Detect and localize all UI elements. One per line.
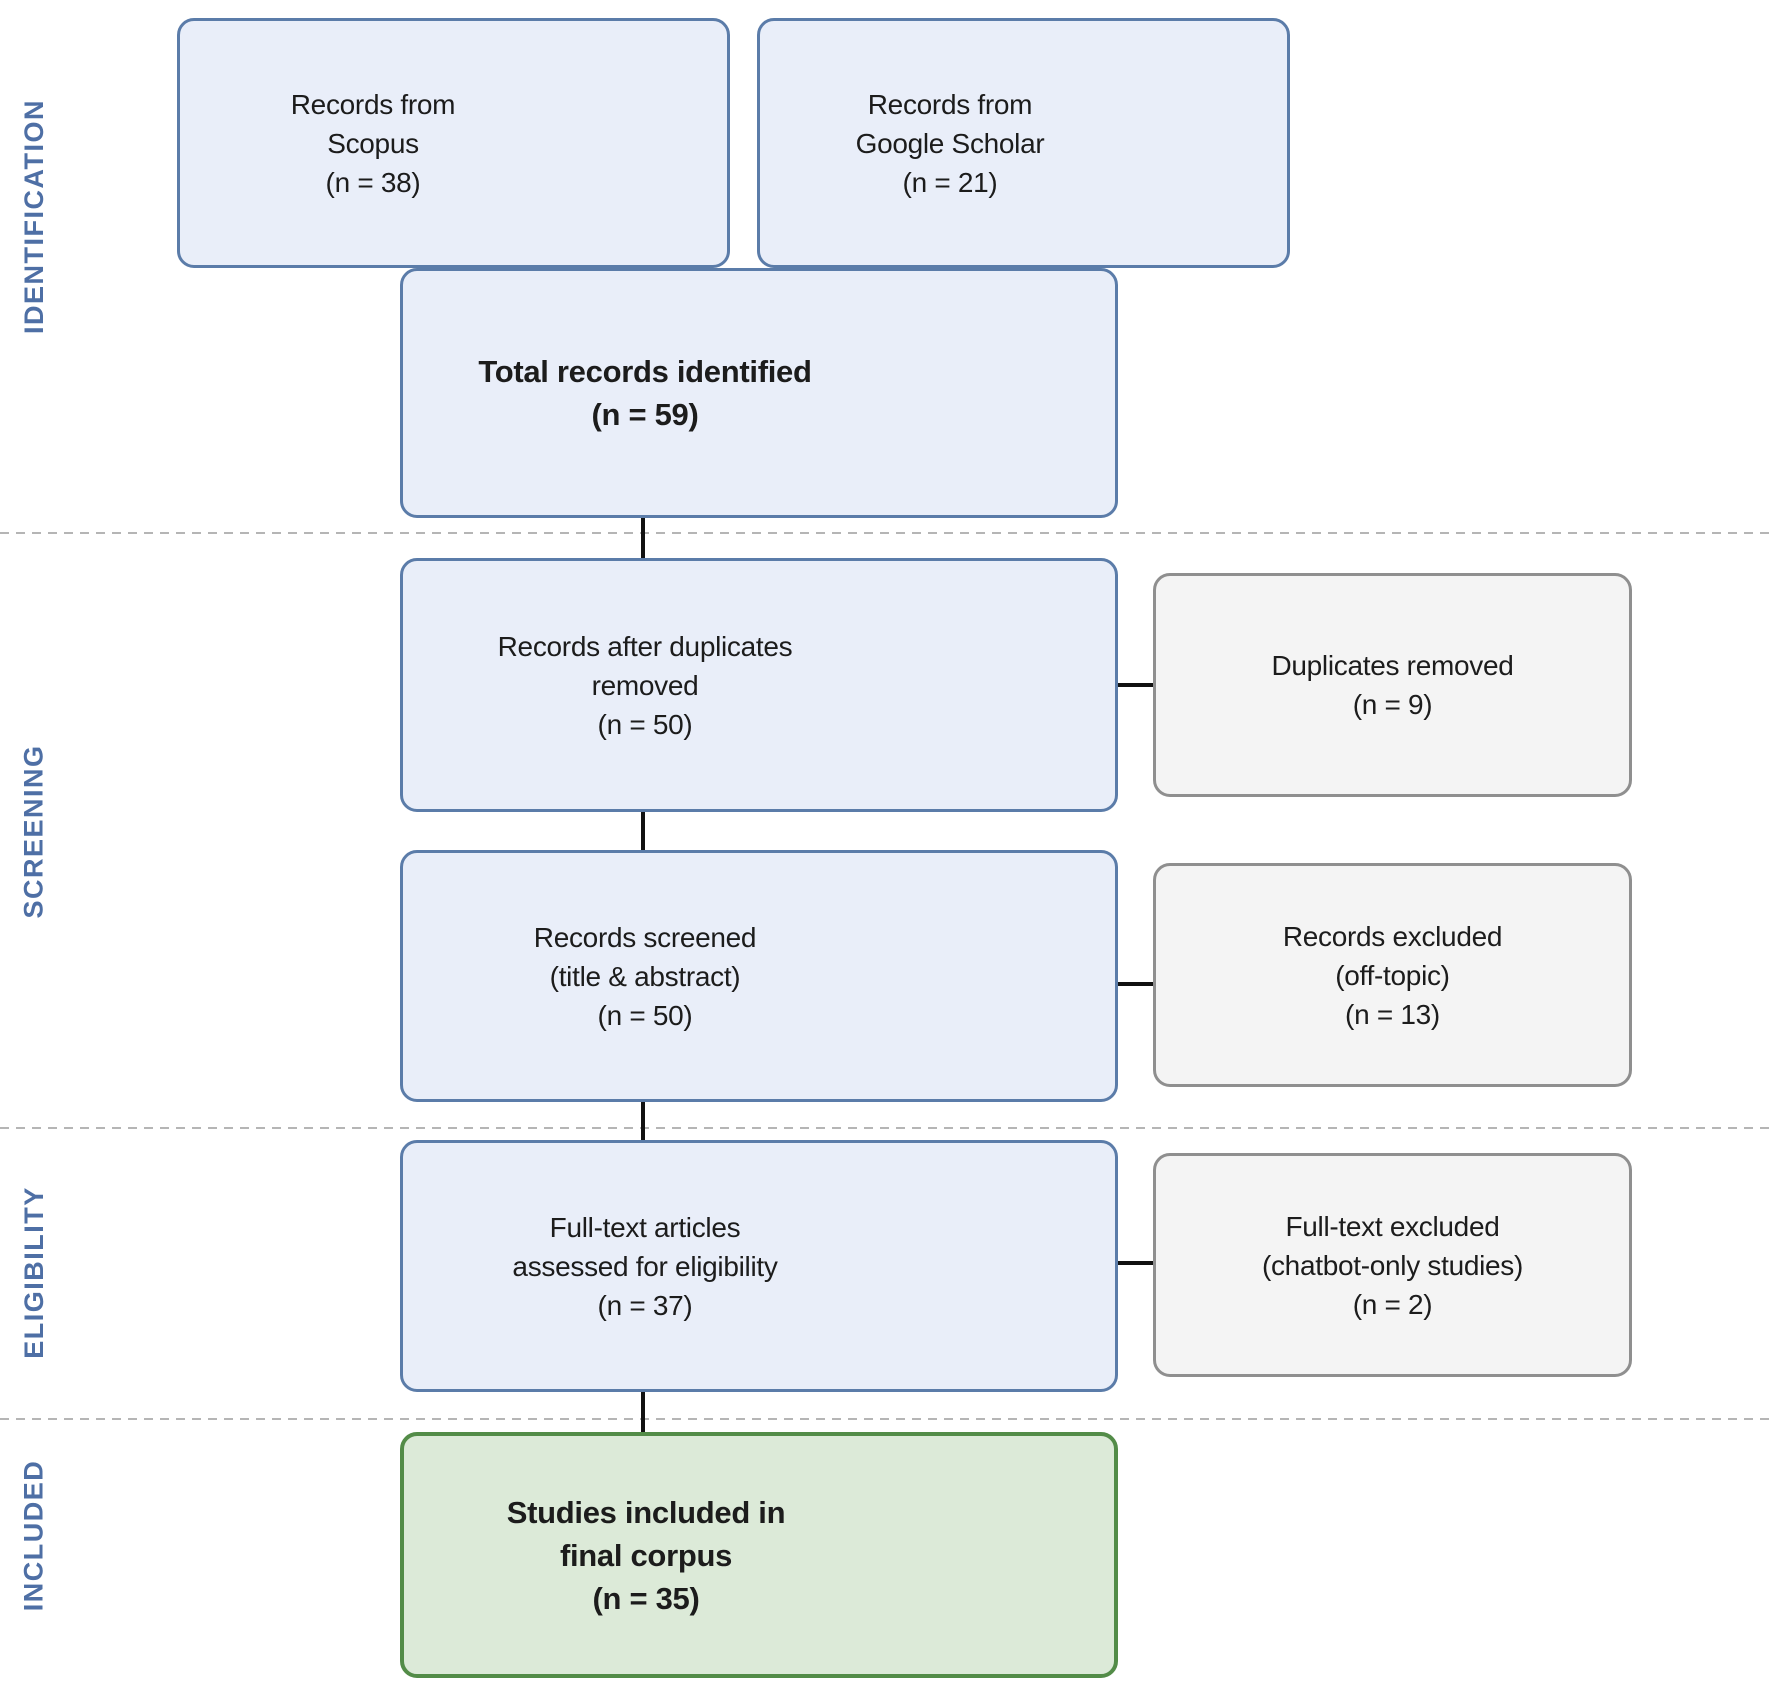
connector-fulltext-to-included — [641, 1390, 645, 1434]
box-line: (title & abstract) — [549, 960, 741, 992]
box-line: Total records identified — [478, 354, 812, 389]
connector-dedup-to-duplicates-removed — [1115, 683, 1155, 687]
box-text: Full-text excluded (chatbot-only studies… — [1156, 1156, 1629, 1374]
box-text: Records excluded (off-topic) (n = 13) — [1156, 866, 1629, 1084]
connector-fulltext-to-ft-excluded — [1115, 1261, 1155, 1265]
box-text: Full-text articles assessed for eligibil… — [403, 1143, 887, 1389]
box-line: (n = 37) — [597, 1289, 693, 1321]
connector-dedup-to-screened — [641, 812, 645, 852]
box-line: (n = 13) — [1345, 998, 1440, 1030]
stage-label-eligibility: ELIGIBILITY — [8, 1122, 60, 1422]
stage-label-included: INCLUDED — [8, 1385, 60, 1685]
box-line: Scopus — [327, 127, 419, 159]
box-line: Google Scholar — [855, 127, 1045, 159]
box-total-records: Total records identified (n = 59) — [400, 268, 1118, 518]
stage-label-text: IDENTIFICATION — [18, 98, 49, 334]
box-fulltext-assessed: Full-text articles assessed for eligibil… — [400, 1140, 1118, 1392]
box-line: Records excluded — [1282, 920, 1503, 952]
box-line: (n = 21) — [902, 166, 998, 198]
stage-divider-3 — [0, 1418, 1772, 1420]
box-line: final corpus — [559, 1537, 733, 1573]
box-studies-included: Studies included in final corpus (n = 35… — [400, 1432, 1118, 1678]
box-line: Records from — [867, 88, 1033, 120]
box-records-scopus: Records from Scopus (n = 38) — [177, 18, 730, 268]
box-duplicates-removed: Duplicates removed (n = 9) — [1153, 573, 1632, 797]
box-line: Records screened — [533, 921, 757, 953]
box-line: (n = 38) — [325, 166, 421, 198]
box-line: assessed for eligibility — [512, 1250, 778, 1282]
box-text: Records after duplicates removed (n = 50… — [403, 561, 887, 809]
box-line: (n = 50) — [597, 999, 693, 1031]
box-line: Full-text articles — [549, 1211, 741, 1243]
box-line: (n = 35) — [592, 1580, 700, 1616]
box-records-google-scholar: Records from Google Scholar (n = 21) — [757, 18, 1290, 268]
stage-divider-1 — [0, 532, 1772, 534]
box-records-screened: Records screened (title & abstract) (n =… — [400, 850, 1118, 1102]
stage-label-text: INCLUDED — [18, 1459, 49, 1611]
stage-divider-2 — [0, 1127, 1772, 1129]
box-line: Studies included in — [506, 1494, 786, 1530]
box-records-excluded: Records excluded (off-topic) (n = 13) — [1153, 863, 1632, 1087]
box-text: Records from Scopus (n = 38) — [180, 21, 566, 265]
stage-label-text: SCREENING — [18, 743, 49, 919]
box-text: Duplicates removed (n = 9) — [1156, 576, 1629, 794]
box-line: Full-text excluded — [1285, 1210, 1500, 1242]
box-text: Studies included in final corpus (n = 35… — [404, 1436, 888, 1674]
box-line: (off-topic) — [1335, 959, 1450, 991]
connector-screened-to-fulltext — [641, 1102, 645, 1142]
box-after-duplicates: Records after duplicates removed (n = 50… — [400, 558, 1118, 812]
box-text: Total records identified (n = 59) — [403, 271, 887, 515]
box-line: (chatbot-only studies) — [1261, 1249, 1524, 1281]
box-line: (n = 59) — [591, 397, 699, 432]
box-text: Records from Google Scholar (n = 21) — [760, 21, 1140, 265]
box-line: (n = 9) — [1352, 689, 1433, 720]
stage-label-screening: SCREENING — [8, 681, 60, 981]
connector-total-to-dedup — [641, 518, 645, 560]
box-line: Records after duplicates — [497, 630, 793, 662]
box-line: Duplicates removed — [1271, 650, 1514, 681]
box-line: (n = 2) — [1352, 1288, 1433, 1320]
stage-label-identification: IDENTIFICATION — [8, 66, 60, 366]
box-line: Records from — [290, 88, 456, 120]
stage-label-text: ELIGIBILITY — [18, 1185, 49, 1359]
box-text: Records screened (title & abstract) (n =… — [403, 853, 887, 1099]
box-line: (n = 50) — [597, 708, 693, 740]
box-line: removed — [591, 669, 699, 701]
connector-screened-to-excluded — [1115, 982, 1155, 986]
box-fulltext-excluded: Full-text excluded (chatbot-only studies… — [1153, 1153, 1632, 1377]
